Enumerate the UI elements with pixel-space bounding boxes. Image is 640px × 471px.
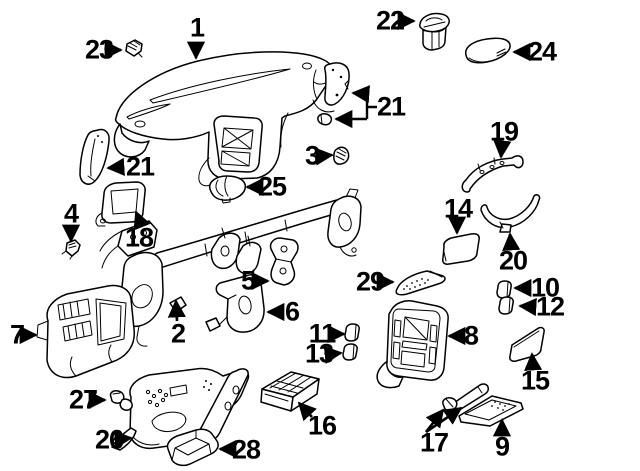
callout-27: 27	[68, 384, 98, 415]
arrow-to-part-20	[502, 232, 521, 251]
part-24-lid	[465, 37, 511, 64]
callout-15: 15	[520, 365, 550, 396]
part-29-speaker-grille	[395, 270, 446, 296]
callout-23: 23	[84, 34, 114, 65]
arrow-to-part-3	[314, 147, 334, 166]
part-5-bracket	[269, 237, 299, 286]
arrow-to-part-21-left	[106, 157, 125, 176]
arrow-to-part-21-right-a	[351, 85, 370, 104]
arrow-to-part-18	[133, 210, 151, 231]
arrow-to-part-17a	[424, 408, 445, 433]
part-4-clip	[61, 239, 81, 260]
part-7-lower-cover	[36, 284, 135, 379]
callout-24: 24	[527, 36, 557, 67]
part-27-damper	[109, 390, 133, 411]
callout-3: 3	[304, 140, 320, 171]
part-2-reinforcement-beam	[99, 188, 362, 347]
callout-8: 8	[463, 320, 479, 351]
callout-28: 28	[231, 434, 261, 465]
part-8-center-bezel	[376, 300, 449, 389]
part-21-left-end-cap	[79, 128, 110, 185]
callout-17: 17	[419, 427, 449, 458]
part-22-bracket	[419, 12, 450, 51]
arrow-to-part-16	[297, 401, 317, 422]
part-25-cover	[208, 175, 247, 204]
callout-12: 12	[535, 291, 565, 322]
arrow-to-part-15	[524, 352, 543, 371]
arrow-to-part-19	[493, 139, 512, 159]
callout-6: 6	[284, 296, 300, 327]
part-11-switch-blank	[344, 323, 360, 342]
callout-11: 11	[308, 318, 337, 349]
arrow-to-part-26	[113, 430, 133, 449]
part-28-tray	[166, 428, 219, 467]
callout-5: 5	[240, 265, 256, 296]
callout-2: 2	[170, 318, 186, 349]
callout-7: 7	[9, 319, 25, 350]
callout-22: 22	[375, 5, 405, 36]
callout-29: 29	[355, 266, 385, 297]
callout-20: 20	[498, 245, 528, 276]
callout-18: 18	[124, 222, 154, 253]
part-21-right-end-cap	[317, 62, 350, 126]
callout-16: 16	[307, 410, 337, 441]
callout-21: 21	[376, 91, 406, 122]
part-10-switch-blank	[496, 280, 512, 299]
callout-21: 21	[125, 151, 155, 182]
callout-26: 26	[94, 424, 124, 455]
callout-1: 1	[189, 12, 205, 43]
arrow-to-part-17b	[425, 406, 463, 434]
arrow-to-part-13	[323, 345, 343, 364]
part-14-pad	[442, 233, 480, 265]
callout-13: 13	[304, 338, 334, 369]
callout-10: 10	[530, 272, 560, 303]
callout-arrows	[19, 11, 543, 459]
callout-4: 4	[63, 198, 79, 229]
part-20-support-tube	[480, 194, 541, 233]
arrow-to-part-2	[167, 299, 186, 322]
part-3-clip	[329, 146, 350, 165]
arrow-to-part-12	[518, 297, 537, 317]
callout-25: 25	[257, 171, 287, 202]
part-26-glovebox-housing	[111, 367, 250, 451]
part-12-switch-blank	[498, 296, 514, 315]
callout-9: 9	[494, 431, 510, 462]
callout-19: 19	[489, 116, 519, 147]
part-13-switch-blank	[342, 343, 358, 361]
part-1-instrument-panel	[113, 51, 335, 187]
part-23-clip	[125, 39, 143, 58]
callout-14: 14	[443, 193, 473, 224]
